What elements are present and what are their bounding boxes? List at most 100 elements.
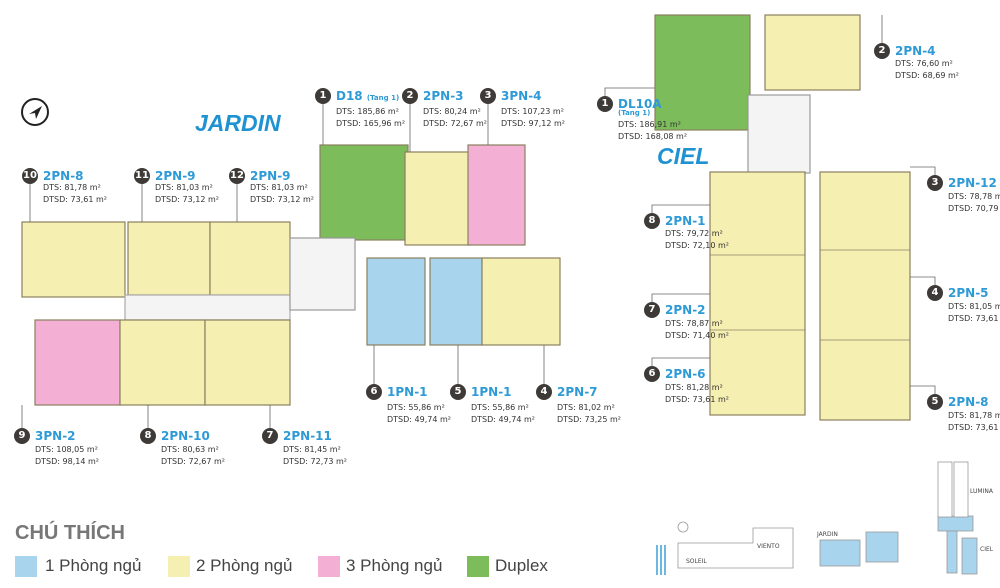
unit-dts: DTS: 81,78 m² (948, 411, 1000, 420)
jardin-title: JARDIN (195, 110, 281, 136)
unit-code: 2PN-1 (665, 213, 706, 229)
unit-dts: DTS: 76,60 m² (895, 59, 953, 68)
swatch-one-bed (15, 556, 37, 577)
leader-lines (21, 15, 936, 428)
unit-dtsd: DTSD: 49,74 m² (387, 415, 451, 424)
unit-number-badge: 7 (262, 428, 278, 444)
unit-number-badge: 2 (874, 43, 890, 59)
unit-3pn-4 (467, 144, 526, 246)
unit-code-text: 3PN-2 (35, 429, 76, 443)
ciel-title: CIEL (657, 143, 710, 169)
unit-code: 2PN-10 (161, 428, 210, 444)
unit-number-badge: 1 (315, 88, 331, 104)
legend-label: 1 Phòng ngủ (45, 556, 142, 575)
unit-code-text: 2PN-2 (665, 303, 706, 317)
unit-dtsd: DTSD: 72,73 m² (283, 457, 347, 466)
unit-code: 3PN-2 (35, 428, 76, 444)
unit-dtsd: DTSD: 73,61 m² (948, 314, 1000, 323)
site-label: CIEL (980, 546, 994, 553)
unit-code-text: 2PN-1 (665, 214, 706, 228)
unit-code: 2PN-6 (665, 366, 706, 382)
unit-number-badge: 8 (140, 428, 156, 444)
unit-code-text: 2PN-8 (948, 395, 989, 409)
unit-dtsd: DTSD: 165,96 m² (336, 119, 406, 128)
unit-dtsd: DTSD: 168,08 m² (618, 132, 688, 141)
unit-dtsd: DTSD: 73,61 m² (948, 423, 1000, 432)
unit-code: 1PN-1 (471, 384, 512, 400)
legend-label: Duplex (495, 556, 548, 575)
unit-dtsd: DTSD: 73,61 m² (665, 395, 729, 404)
swatch-duplex (467, 556, 489, 577)
unit-code: 2PN-12 (948, 175, 997, 191)
site-compass-icon (677, 521, 689, 533)
unit-number-badge: 12 (229, 168, 245, 184)
unit-code-text: 3PN-4 (501, 89, 542, 103)
unit-dts: DTS: 108,05 m² (35, 445, 98, 454)
unit-dts: DTS: 78,87 m² (665, 319, 723, 328)
unit-dl10a (654, 14, 751, 131)
unit-dts: DTS: 80,63 m² (161, 445, 219, 454)
unit-number-badge: 11 (134, 168, 150, 184)
unit-dtsd: DTSD: 71,40 m² (665, 331, 729, 340)
unit-dts: DTS: 79,72 m² (665, 229, 723, 238)
unit-number-badge: 5 (450, 384, 466, 400)
unit-number-badge: 4 (927, 285, 943, 301)
unit-dts: DTS: 81,03 m² (155, 183, 213, 192)
unit-2pn-9b (209, 221, 291, 296)
unit-code: 2PN-3 (423, 88, 464, 104)
unit-code-text: 2PN-5 (948, 286, 989, 300)
unit-note: (Tang 1) (366, 94, 400, 102)
unit-code: 2PN-9 (250, 168, 291, 184)
unit-number-badge: 7 (644, 302, 660, 318)
site-label: JARDIN (817, 531, 838, 538)
unit-dtsd: DTSD: 68,69 m² (895, 71, 959, 80)
unit-2pn-7 (481, 257, 561, 346)
unit-dts: DTS: 80,24 m² (423, 107, 481, 116)
unit-code-text: 2PN-7 (557, 385, 598, 399)
unit-code: 2PN-8 (43, 168, 84, 184)
unit-number-badge: 4 (536, 384, 552, 400)
unit-code: 1PN-1 (387, 384, 428, 400)
unit-dtsd: DTSD: 73,12 m² (155, 195, 219, 204)
unit-code-text: 2PN-3 (423, 89, 464, 103)
unit-code-text: 1PN-1 (387, 385, 428, 399)
unit-code: 2PN-8 (948, 394, 989, 410)
unit-code-text: 2PN-11 (283, 429, 332, 443)
unit-dts: DTS: 78,78 m² (948, 192, 1000, 201)
unit-code-text: 2PN-10 (161, 429, 210, 443)
unit-dtsd: DTSD: 73,25 m² (557, 415, 621, 424)
unit-code-text: 1PN-1 (471, 385, 512, 399)
unit-1pn-1a (366, 257, 426, 346)
unit-dtsd: DTSD: 73,12 m² (250, 195, 314, 204)
unit-3pn-2 (34, 319, 121, 406)
unit-number-badge: 9 (14, 428, 30, 444)
legend-title: CHÚ THÍCH (15, 522, 125, 544)
unit-number-badge: 3 (927, 175, 943, 191)
unit-code-text: 2PN-6 (665, 367, 706, 381)
compass-icon (21, 98, 49, 126)
unit-2pn-10 (119, 319, 206, 406)
unit-dts: DTS: 185,86 m² (336, 107, 399, 116)
ciel-core (747, 94, 811, 174)
unit-code-text: D18 (336, 89, 363, 103)
unit-dtsd: DTSD: 98,14 m² (35, 457, 99, 466)
swatch-two-bed (168, 556, 190, 577)
unit-code: 2PN-9 (155, 168, 196, 184)
corridor (124, 294, 291, 321)
unit-dtsd: DTSD: 72,67 m² (423, 119, 487, 128)
unit-code-text: 2PN-9 (250, 169, 291, 183)
swatch-three-bed (318, 556, 340, 577)
unit-code: 2PN-2 (665, 302, 706, 318)
unit-dts: DTS: 81,05 m² (948, 302, 1000, 311)
unit-number-badge: 1 (597, 96, 613, 112)
unit-dts: DTS: 81,78 m² (43, 183, 101, 192)
unit-note: (Tang 1) (618, 109, 651, 117)
site-map (656, 461, 978, 575)
unit-code-text: 2PN-9 (155, 169, 196, 183)
unit-2pn-3 (404, 151, 471, 246)
unit-dtsd: DTSD: 97,12 m² (501, 119, 565, 128)
unit-dts: DTS: 81,45 m² (283, 445, 341, 454)
unit-code: 2PN-7 (557, 384, 598, 400)
unit-2pn-9 (127, 221, 211, 296)
unit-dtsd: DTSD: 70,79 m² (948, 204, 1000, 213)
